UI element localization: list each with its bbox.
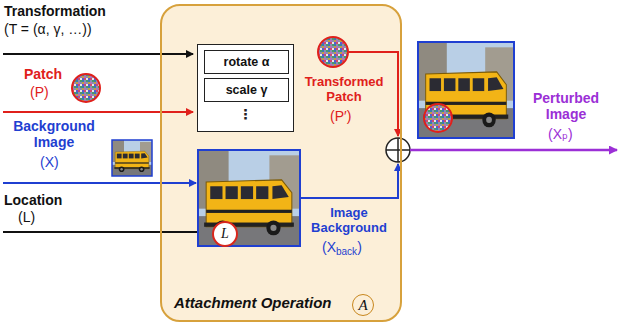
output-name: Perturbed Image bbox=[516, 90, 616, 122]
operation-box: scale γ bbox=[204, 78, 289, 102]
intermediate-name: Image Background bbox=[302, 205, 396, 235]
symbol-part: (X bbox=[322, 239, 336, 255]
input-name: Transformation bbox=[4, 3, 106, 19]
input-name: Background Image bbox=[2, 118, 106, 150]
operation-text: scale γ bbox=[226, 82, 268, 98]
input-name: Patch bbox=[24, 66, 62, 82]
perturbed-image bbox=[418, 42, 514, 138]
container-title: Attachment Operation bbox=[174, 293, 332, 313]
input-symbol: (T = (α, γ, …)) bbox=[4, 21, 92, 37]
symbol-part: ) bbox=[357, 239, 362, 255]
input-arrows bbox=[3, 54, 208, 232]
operation-box: rotate α bbox=[204, 50, 289, 74]
symbol-subscript: back bbox=[336, 246, 357, 257]
input-name: Location bbox=[4, 192, 62, 208]
operator-symbol: A bbox=[358, 297, 367, 313]
ellipsis: ⋮ bbox=[198, 105, 293, 123]
location-arrow bbox=[3, 231, 208, 233]
input-symbol: (P) bbox=[30, 84, 49, 100]
input-symbol: (L) bbox=[18, 209, 35, 225]
patch-icon bbox=[72, 74, 100, 102]
output-arrow bbox=[410, 149, 617, 152]
background-image bbox=[198, 150, 300, 246]
image-arrow bbox=[3, 182, 196, 184]
attachment-container: Attachment Operation ⋮ rotate α scale γ L A bbox=[160, 4, 402, 322]
transformation-arrow bbox=[3, 53, 193, 55]
container-fill bbox=[161, 5, 401, 321]
input-symbol: (X) bbox=[40, 154, 59, 170]
sum-symbol bbox=[386, 138, 410, 162]
output-symbol: (Xₚ) bbox=[548, 126, 573, 142]
transformed-patch-icon bbox=[318, 37, 348, 67]
location-symbol: L bbox=[221, 226, 229, 242]
patch-arrow bbox=[3, 111, 193, 113]
intermediate-name: Transformed Patch bbox=[296, 74, 392, 104]
operation-text: rotate α bbox=[224, 54, 270, 70]
transformation-box: ⋮ rotate α scale γ bbox=[197, 44, 294, 132]
location-marker: L bbox=[212, 221, 238, 247]
intermediate-symbol: (P′) bbox=[330, 108, 351, 124]
operator-circle: A bbox=[352, 294, 374, 316]
symbol-group: (Xback) bbox=[322, 239, 362, 260]
background-arrow bbox=[300, 164, 398, 198]
small-background-image bbox=[112, 140, 152, 176]
